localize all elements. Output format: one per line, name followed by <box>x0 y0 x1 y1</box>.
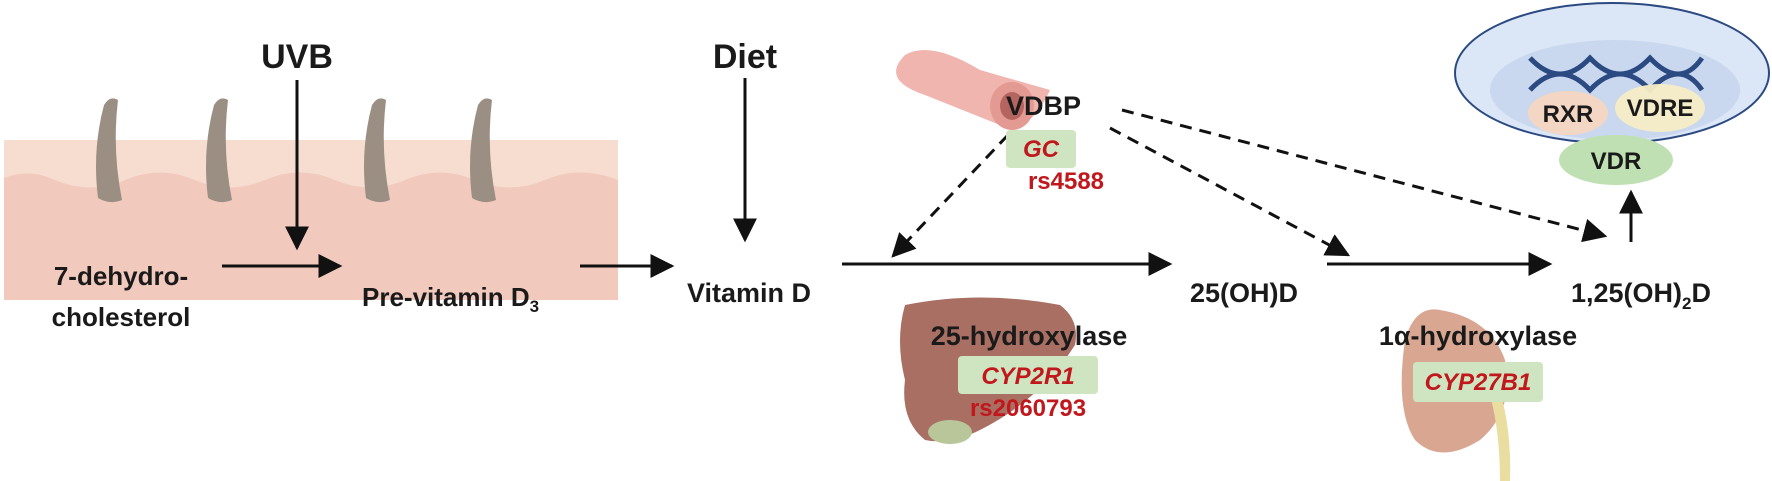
1a-hydroxylase-label: 1α-hydroxylase <box>1379 321 1577 351</box>
hair-follicles <box>96 98 496 203</box>
vdbp-label: VDBP <box>1006 91 1081 121</box>
cyp2r1-gene-label: CYP2R1 <box>981 363 1074 390</box>
rxr-label: RXR <box>1543 101 1594 128</box>
rxr-shape <box>1528 91 1608 135</box>
vdr-shape <box>1559 135 1673 185</box>
vitamin-d-label: Vitamin D <box>687 278 811 308</box>
dehydro-label-line1: 7-dehydro- <box>54 261 188 291</box>
calcitriol-label: 1,25(OH)2D <box>1571 278 1711 313</box>
dehydro-label-line2: cholesterol <box>52 302 191 332</box>
vdbp-to-vitamin-d-dashed-arrow <box>891 133 1010 258</box>
25ohd-label: 25(OH)D <box>1190 278 1298 308</box>
vdre-shape <box>1615 84 1705 132</box>
cyp27b1-gene-box <box>1413 362 1543 402</box>
vdbp-to-calcitriol-dashed-arrow <box>1121 108 1608 243</box>
cyp2r1-snp-label: rs2060793 <box>970 395 1086 422</box>
uvb-label: UVB <box>261 38 333 76</box>
gc-gene-label: GC <box>1023 136 1060 163</box>
cyp2r1-gene-box <box>958 356 1098 394</box>
skin-illustration <box>4 98 618 300</box>
previtamin-label: Pre-vitamin D3 <box>362 282 539 316</box>
25-hydroxylase-label: 25-hydroxylase <box>931 321 1128 351</box>
gc-gene-box <box>1006 130 1076 168</box>
vdre-label: VDRE <box>1627 95 1694 122</box>
diet-label: Diet <box>713 38 777 76</box>
vdbp-to-25ohd-dashed-arrow <box>1109 126 1351 257</box>
nucleus-illustration <box>1454 2 1770 185</box>
cyp27b1-gene-label: CYP27B1 <box>1425 369 1532 396</box>
gc-snp-label: rs4588 <box>1028 168 1104 195</box>
pathway-arrows <box>222 78 1643 278</box>
dna-helix-icon <box>1528 54 1705 94</box>
blood-vessel-illustration <box>896 50 1050 130</box>
vdr-label: VDR <box>1591 148 1642 175</box>
